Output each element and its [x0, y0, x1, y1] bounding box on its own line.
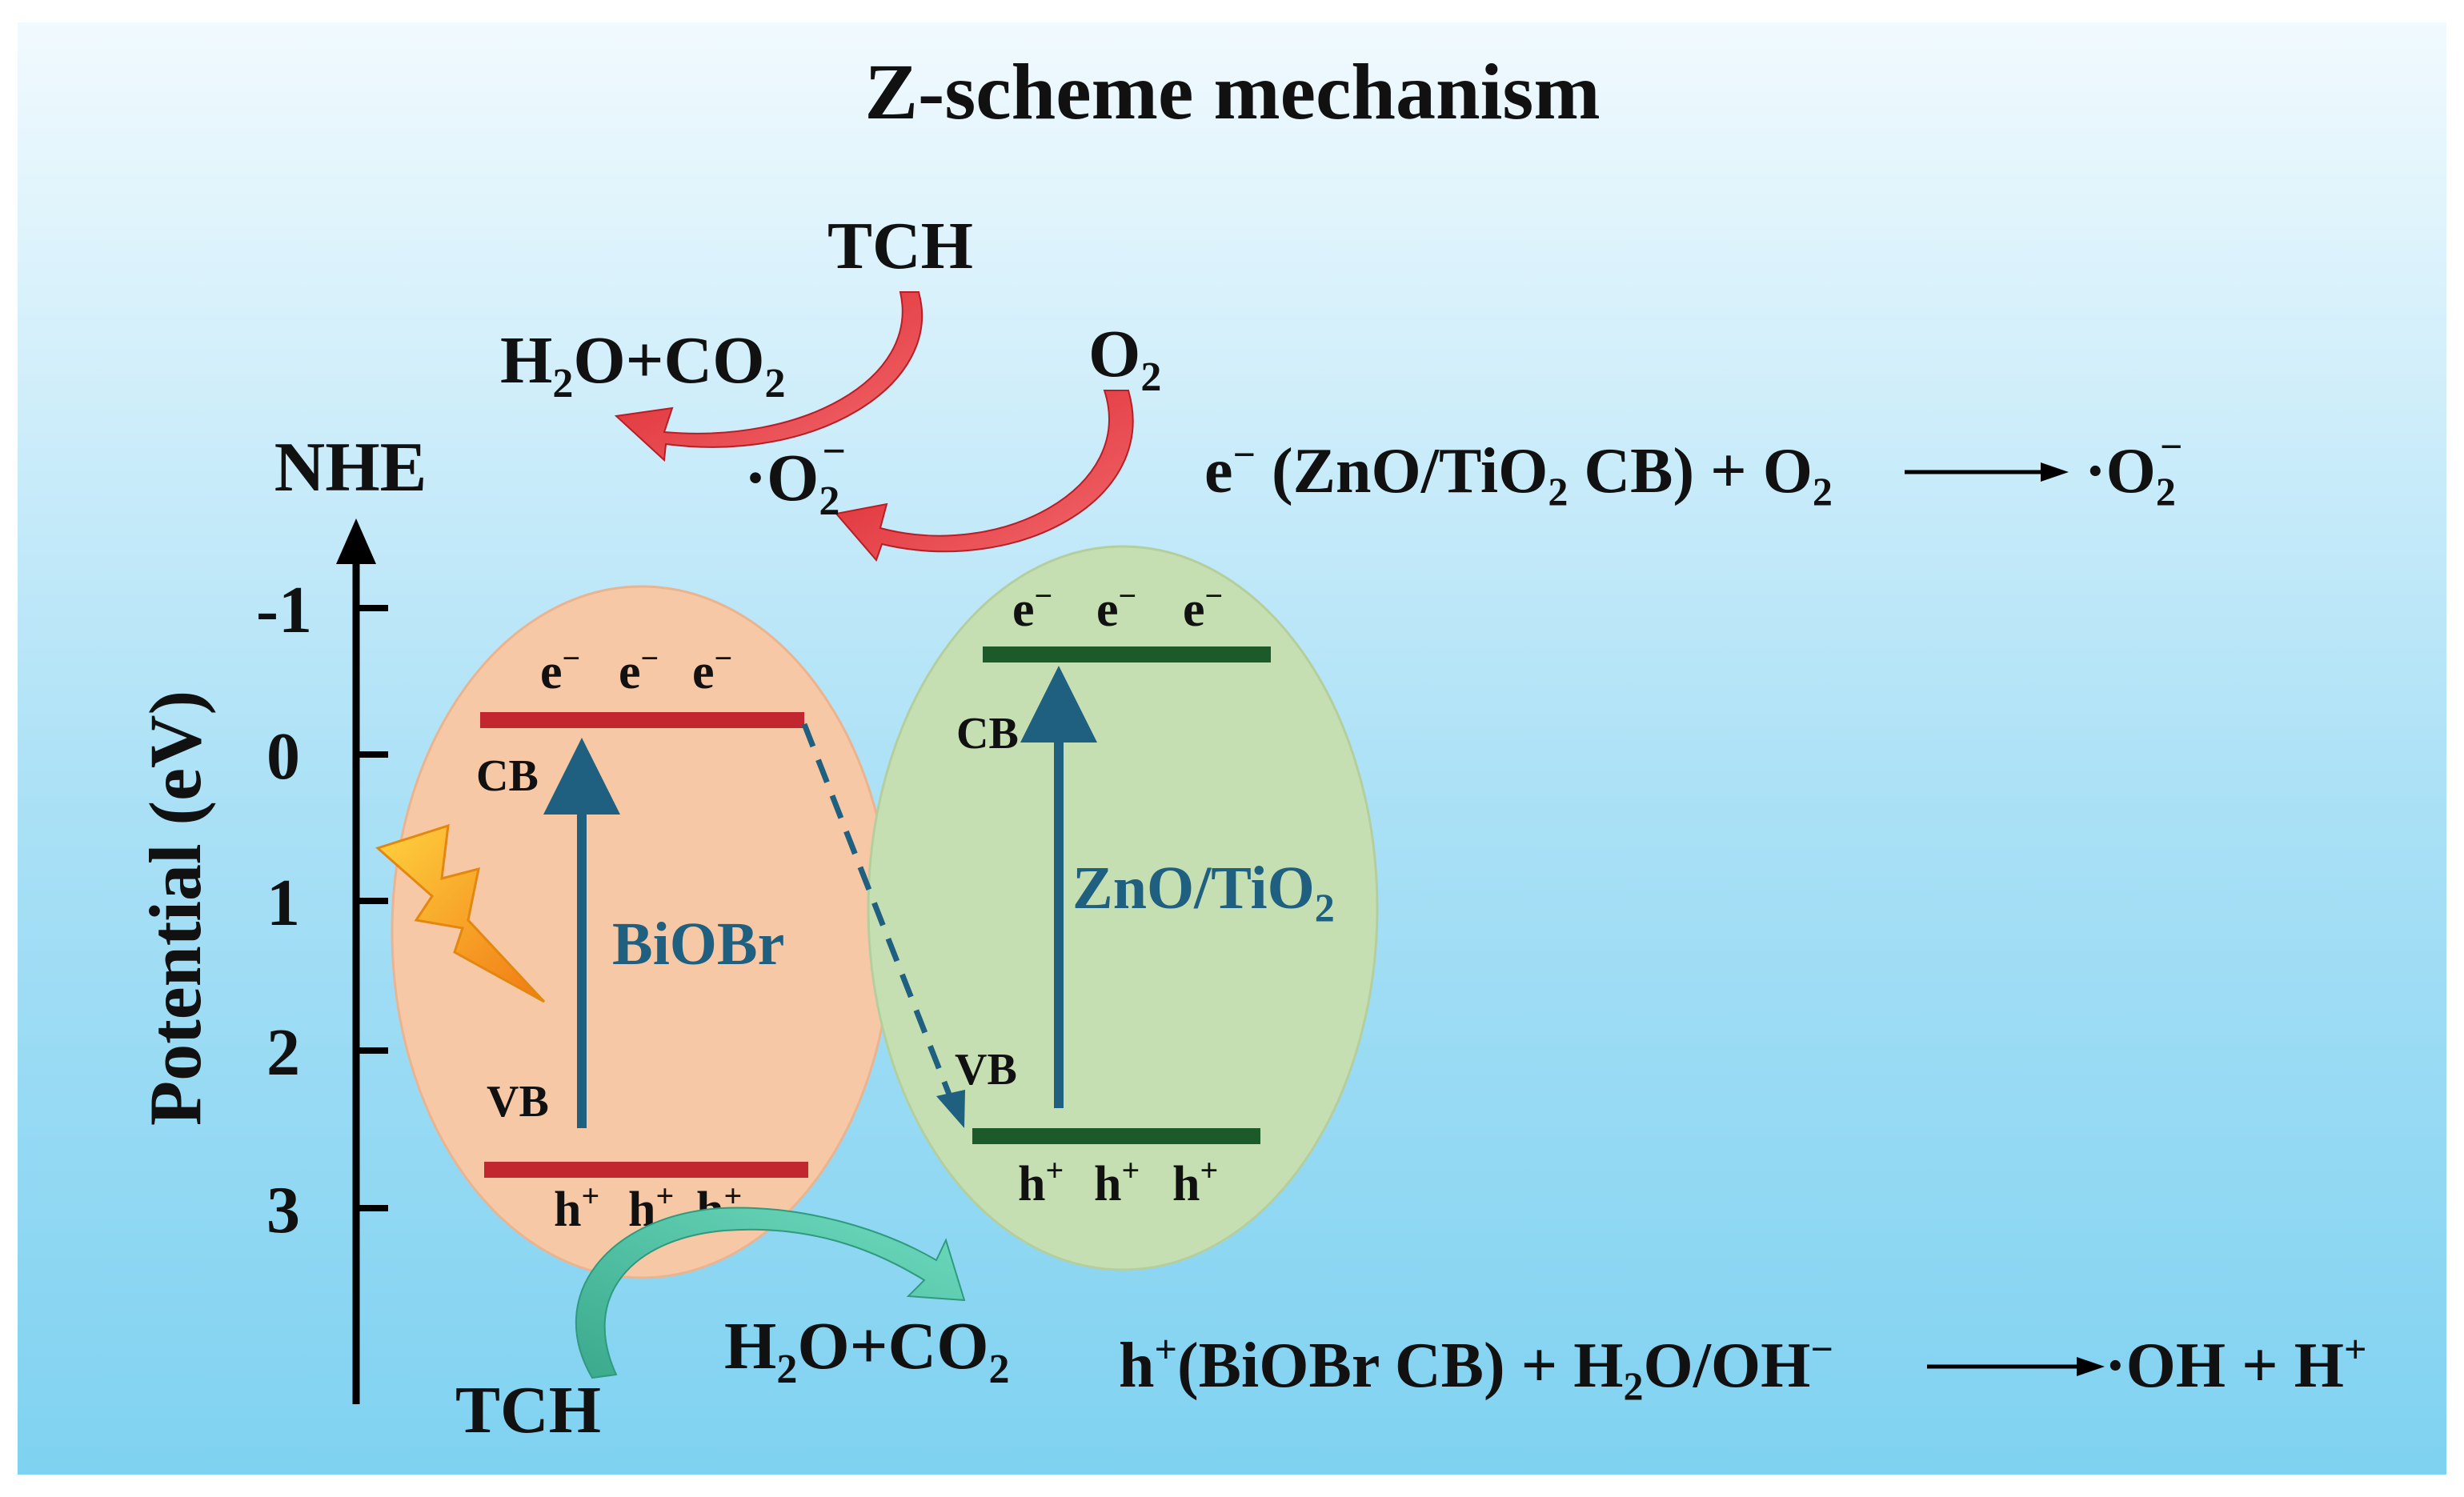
top-o2-label: O2 [1088, 317, 1161, 400]
hydroxyl-equation-arrow-head [2077, 1357, 2105, 1376]
axis-title: Potential (eV) [134, 690, 216, 1126]
axis-tick-label: 1 [266, 866, 300, 940]
zno-tio2-electron: e− [1096, 578, 1136, 637]
zno-tio2-cb-label: CB [956, 709, 1019, 759]
axis-tick-label: -1 [256, 573, 312, 647]
zno-tio2-ellipse [867, 545, 1379, 1271]
o2-reduction-arrow [835, 390, 1134, 562]
zno-tio2-hole: h+ [1094, 1152, 1140, 1211]
biobr-electron: e− [692, 640, 732, 699]
zno-tio2-electron: e− [1183, 578, 1223, 637]
zno-tio2-hole: h+ [1172, 1152, 1218, 1211]
biobr-cb-label: CB [476, 751, 539, 801]
superoxide-equation-arrow-head [2041, 462, 2069, 482]
axis-tick-label: 2 [266, 1015, 300, 1090]
axis-tick-label: 3 [266, 1173, 300, 1247]
zno-tio2-electron: e− [1012, 578, 1052, 637]
tch-hole-oxidation-arrow [575, 1207, 966, 1379]
light-bolt-icon [375, 823, 546, 1003]
biobr-name-label: BiOBr [612, 911, 784, 978]
z-scheme-transfer-arrow [801, 722, 956, 1104]
z-scheme-transfer-arrow-head [936, 1090, 965, 1128]
biobr-hole: h+ [554, 1178, 599, 1237]
axis-tick-label: 0 [266, 719, 300, 794]
axis-arrow-head [336, 518, 376, 564]
tch-oxidation-arrow [614, 291, 923, 462]
diagram-title: Z-scheme mechanism [864, 47, 1600, 136]
zno-tio2-vb-label: VB [955, 1045, 1017, 1095]
top-tch-label: TCH [827, 209, 973, 283]
superoxide-equation-lhs: e− (ZnO/TiO2 CB) + O2 [1204, 432, 1833, 514]
top-products-label: H2O+CO2 [500, 323, 786, 406]
biobr-electron: e− [619, 640, 659, 699]
axis-reference-label: NHE [274, 429, 427, 506]
zno-tio2-hole: h+ [1018, 1152, 1064, 1211]
zno-tio2-name-label: ZnO/TiO2 [1072, 855, 1335, 930]
biobr-electron: e− [540, 640, 580, 699]
bottom-tch-label: TCH [455, 1373, 601, 1447]
bottom-products-label: H2O+CO2 [724, 1309, 1010, 1392]
hydroxyl-equation-rhs: ·OH + H+ [2105, 1327, 2366, 1401]
biobr-vb-label: VB [487, 1077, 549, 1127]
superoxide-equation-rhs: ·O2− [2085, 424, 2182, 514]
superoxide-label: ·O2− [744, 429, 846, 524]
hydroxyl-equation-lhs: h+(BiOBr CB) + H2O/OH− [1119, 1327, 1833, 1408]
